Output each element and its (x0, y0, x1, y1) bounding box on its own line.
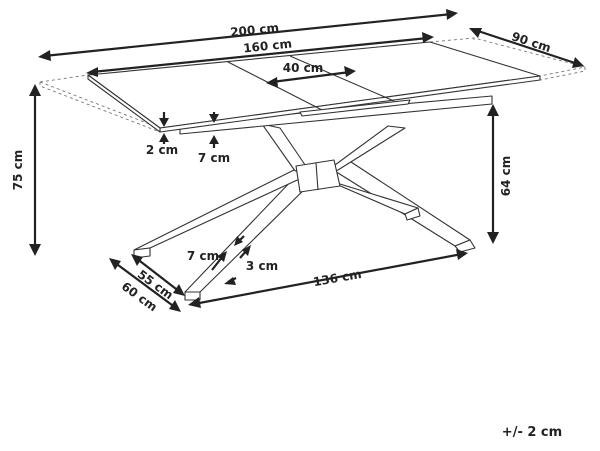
dim-apron-height (209, 112, 219, 148)
label-2cm: 2 cm (146, 143, 178, 157)
dim-extension-leaf (266, 66, 356, 88)
tolerance-note: +/- 2 cm (502, 425, 562, 440)
dim-foot-width-outer (109, 258, 181, 312)
label-75cm: 75 cm (11, 150, 25, 191)
tabletop (87, 41, 541, 133)
dim-leg-width (211, 235, 245, 271)
dimension-lines (29, 9, 584, 312)
label-200cm: 200 cm (230, 21, 280, 40)
label-7cm-leg: 7 cm (187, 249, 219, 263)
label-136cm: 136 cm (312, 267, 363, 289)
dim-foot-width-inner (131, 254, 185, 296)
base-legs (133, 123, 476, 301)
extended-top-outline (39, 37, 586, 133)
label-7cm-apron: 7 cm (198, 151, 230, 165)
label-64cm: 64 cm (499, 156, 513, 197)
dim-total-height (29, 84, 41, 256)
dim-leg-thickness (224, 245, 251, 285)
dim-top-thickness (159, 112, 169, 144)
dim-leg-height (487, 104, 499, 244)
label-160cm: 160 cm (243, 37, 293, 56)
dim-length-closed (86, 32, 434, 77)
dim-length-extended (38, 9, 458, 61)
table-illustration (39, 37, 586, 301)
label-3cm: 3 cm (246, 259, 278, 273)
label-40cm: 40 cm (283, 61, 324, 75)
label-90cm: 90 cm (510, 29, 553, 55)
dim-base-length (188, 249, 468, 308)
dim-depth (469, 28, 584, 68)
